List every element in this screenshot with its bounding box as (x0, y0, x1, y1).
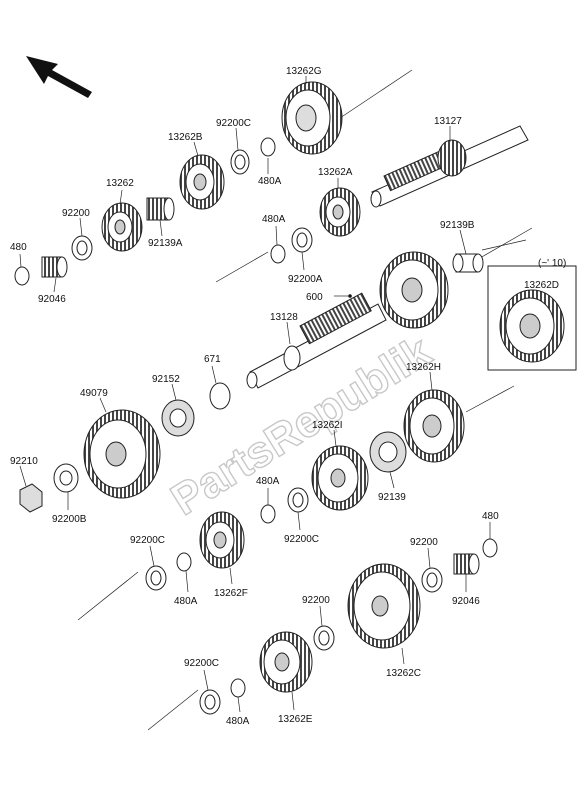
leader-lines (19, 76, 491, 713)
arrow-icon (26, 56, 92, 98)
gear-13262I (311, 445, 369, 511)
callout-92200B[interactable]: 92200B (52, 514, 87, 525)
callout-92200C[interactable]: 92200C (284, 534, 319, 545)
callout-92200C[interactable]: 92200C (184, 658, 219, 669)
circlip-480-left (14, 266, 30, 286)
shaft-13128 (246, 292, 387, 389)
callout-13262D[interactable]: 13262D (524, 280, 559, 291)
bearing-92046-left (41, 256, 68, 278)
bushing-92139 (369, 431, 407, 473)
callout-13262E[interactable]: 13262E (278, 714, 313, 725)
gear-13262C (347, 563, 421, 649)
circlip-480-right (482, 538, 498, 558)
callout-13262H[interactable]: 13262H (406, 362, 441, 373)
callout-92200[interactable]: 92200 (62, 208, 90, 219)
shaft-13127 (370, 125, 529, 208)
callout-92200C[interactable]: 92200C (130, 535, 165, 546)
callout-480A[interactable]: 480A (262, 214, 286, 225)
callout-13262[interactable]: 13262 (106, 178, 134, 189)
callout-92139A[interactable]: 92139A (148, 238, 183, 249)
collar-92152 (161, 399, 195, 437)
assembly-lines (77, 69, 533, 731)
gear-13262 (101, 202, 143, 252)
callout-13127[interactable]: 13127 (434, 116, 462, 127)
nut-92210 (19, 483, 43, 513)
callout-13262B[interactable]: 13262B (168, 132, 203, 143)
callout-13262F[interactable]: 13262F (214, 588, 248, 599)
callout-range[interactable]: (~' 10) (538, 258, 566, 269)
gear-13262B (179, 154, 225, 210)
callout-92200A[interactable]: 92200A (288, 274, 323, 285)
gear-13262A (319, 187, 361, 237)
callout-92046[interactable]: 92046 (452, 596, 480, 607)
callout-13262I[interactable]: 13262I (312, 420, 343, 431)
callout-480A[interactable]: 480A (258, 176, 282, 187)
callout-92139[interactable]: 92139 (378, 492, 406, 503)
circlip-480A-left (176, 552, 192, 572)
inset-13262D (487, 265, 577, 371)
gear-13262H (403, 389, 465, 463)
callout-13128[interactable]: 13128 (270, 312, 298, 323)
circlip-480A-mid (270, 244, 286, 264)
callout-480A[interactable]: 480A (174, 596, 198, 607)
callout-13262A[interactable]: 13262A (318, 167, 353, 178)
callout-92046[interactable]: 92046 (38, 294, 66, 305)
oring-671 (209, 382, 231, 410)
callout-480[interactable]: 480 (482, 511, 499, 522)
callout-480[interactable]: 480 (10, 242, 27, 253)
callout-92210[interactable]: 92210 (10, 456, 38, 467)
bushing-92139B (452, 253, 484, 273)
circlip-480A-top (260, 137, 276, 157)
gear-13262G (281, 81, 343, 155)
sprocket-49079 (83, 409, 161, 499)
callout-92152[interactable]: 92152 (152, 374, 180, 385)
gear-13262F (199, 511, 245, 569)
gear-13262E (259, 631, 313, 693)
circlip-480A-bottom (230, 678, 246, 698)
callout-92200C[interactable]: 92200C (216, 118, 251, 129)
bearing-92139A (146, 197, 175, 221)
callout-49079[interactable]: 49079 (80, 388, 108, 399)
gear-large-upper (379, 251, 449, 329)
callout-13262C[interactable]: 13262C (386, 668, 421, 679)
bearing-92046-right (453, 553, 480, 575)
callout-600[interactable]: 600 (306, 292, 323, 303)
callout-480A[interactable]: 480A (226, 716, 250, 727)
callout-92200[interactable]: 92200 (302, 595, 330, 606)
callout-92200[interactable]: 92200 (410, 537, 438, 548)
callout-13262G[interactable]: 13262G (286, 66, 322, 77)
callout-671[interactable]: 671 (204, 354, 221, 365)
callout-480A[interactable]: 480A (256, 476, 280, 487)
callouts: 13262G 13127 92200C 13262B 480A 13262 13… (10, 66, 566, 727)
callout-92139B[interactable]: 92139B (440, 220, 475, 231)
circlip-480A-low (260, 504, 276, 524)
